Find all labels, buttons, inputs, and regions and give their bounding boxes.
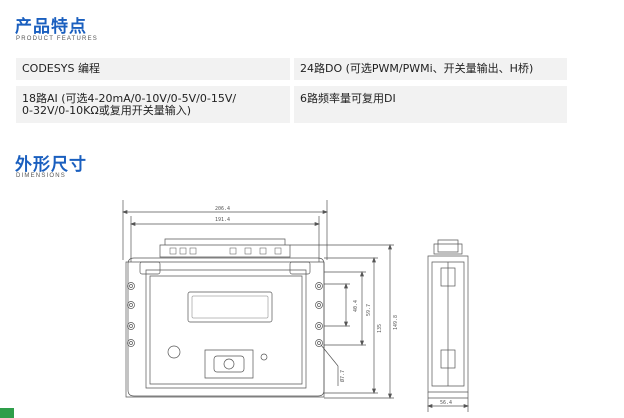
housing-side-view: 56.4 [427,239,469,412]
label-height-mid: 59.7 [366,304,372,316]
feature-text: 18路AI (可选4-20mA/0-10V/0-5V/0-15V/ 0-32V/… [22,91,237,117]
label-hole: Ø7.7 [339,370,346,382]
features-title: 产品特点 [15,17,87,37]
dimension-hole: Ø7.7 [320,344,346,386]
feature-cell-ai: 18路AI (可选4-20mA/0-10V/0-5V/0-15V/ 0-32V/… [16,86,290,123]
dimensions-subtitle: DIMENSIONS [16,173,67,179]
feature-cell-codesys: CODESYS 编程 [16,58,290,80]
corner-badge [0,408,14,418]
feature-cell-di: 6路频率量可复用DI [294,86,567,123]
feature-text: 6路频率量可复用DI [300,92,396,105]
label-mount-width: 191.4 [215,217,230,223]
label-height-mount: 135 [377,324,383,333]
dimension-mount-width: 191.4 [130,216,320,262]
features-subtitle: PRODUCT FEATURES [16,36,98,42]
housing-front-view [125,238,325,398]
label-overall-width: 206.4 [215,206,230,212]
dimension-overall-width: 206.4 [122,200,328,260]
dimensions-title: 外形尺寸 [15,155,87,175]
dimension-heights: 40.4 59.7 135 149.8 [290,244,399,399]
label-side-width: 56.4 [440,400,452,406]
feature-text: CODESYS 编程 [22,62,100,75]
label-height-small: 40.4 [353,300,359,312]
feature-cell-do: 24路DO (可选PWM/PWMi、开关量输出、H桥) [294,58,567,80]
label-height-total: 149.8 [393,315,399,330]
feature-text: 24路DO (可选PWM/PWMi、开关量输出、H桥) [300,62,534,75]
